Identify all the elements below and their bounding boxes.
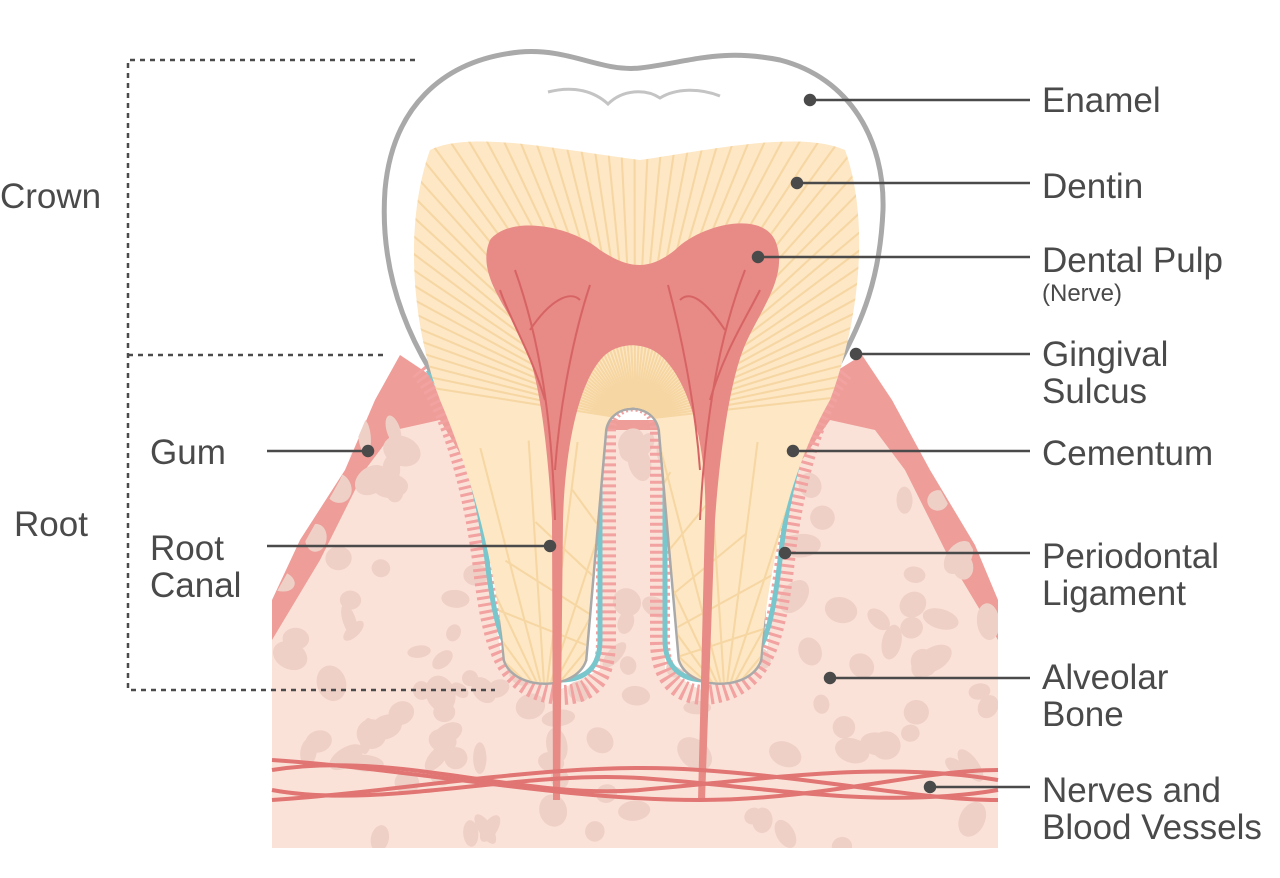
dental-pulp-shape <box>486 223 780 800</box>
nerves-and-blood-vessels <box>271 758 999 803</box>
section-brackets <box>126 58 495 692</box>
label-dentin: Dentin <box>1042 167 1144 206</box>
label-dental-pulp: Dental Pulp(Nerve) <box>1042 241 1223 307</box>
label-enamel: Enamel <box>1042 81 1161 120</box>
label-gum: Gum <box>150 433 226 472</box>
label-cementum: Cementum <box>1042 434 1214 473</box>
label-crown: Crown <box>0 177 102 216</box>
label-dental-pulp-note: (Nerve) <box>1042 280 1123 307</box>
label-root: Root <box>14 505 88 544</box>
